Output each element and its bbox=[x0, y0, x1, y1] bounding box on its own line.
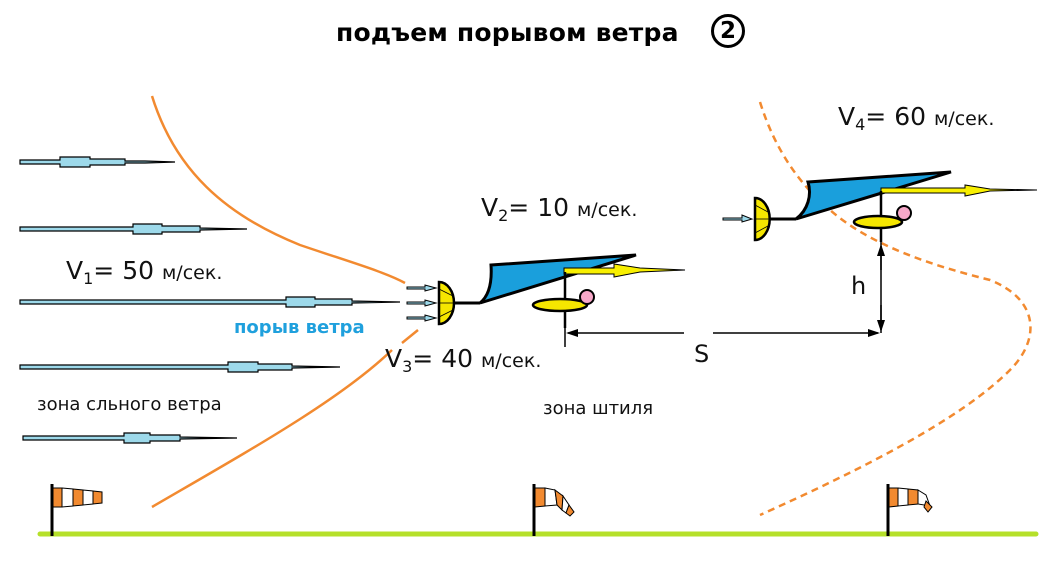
velocity-label-v3: V3= 40 м/сек. bbox=[385, 344, 542, 376]
glider-1-icon bbox=[437, 253, 686, 328]
velocity-label-v4: V4= 60 м/сек. bbox=[838, 102, 995, 134]
strong-wind-zone-label: зона сльного ветра bbox=[37, 394, 222, 415]
wind-arrow-icon bbox=[19, 361, 341, 373]
wind-arrow-icon bbox=[19, 296, 401, 308]
gust-front-line-lower bbox=[151, 329, 419, 509]
diagram-title: подъем порывом ветра bbox=[336, 18, 679, 47]
step-number-badge: 2 bbox=[711, 14, 745, 48]
glider-2-icon bbox=[722, 170, 1038, 242]
wind-arrow-icon bbox=[22, 432, 238, 444]
dashed-front-line bbox=[758, 101, 1032, 517]
velocity-label-v2: V2= 10 м/сек. bbox=[481, 193, 638, 225]
gust-arrows bbox=[406, 284, 438, 322]
wind-arrows bbox=[19, 156, 401, 444]
windsock-strong-icon bbox=[50, 484, 103, 536]
calm-zone-label: зона штиля bbox=[543, 398, 654, 419]
wind-arrow-icon bbox=[19, 223, 248, 235]
wind-arrow-icon bbox=[19, 156, 176, 168]
height-label: h bbox=[851, 272, 867, 300]
distance-label: S bbox=[694, 340, 710, 368]
windsock-calm-icon bbox=[532, 484, 575, 536]
gust-label: порыв ветра bbox=[234, 317, 365, 338]
gust-front-line bbox=[150, 95, 406, 285]
velocity-label-v1: V1= 50 м/сек. bbox=[66, 256, 223, 288]
windsock-right-icon bbox=[886, 484, 933, 536]
